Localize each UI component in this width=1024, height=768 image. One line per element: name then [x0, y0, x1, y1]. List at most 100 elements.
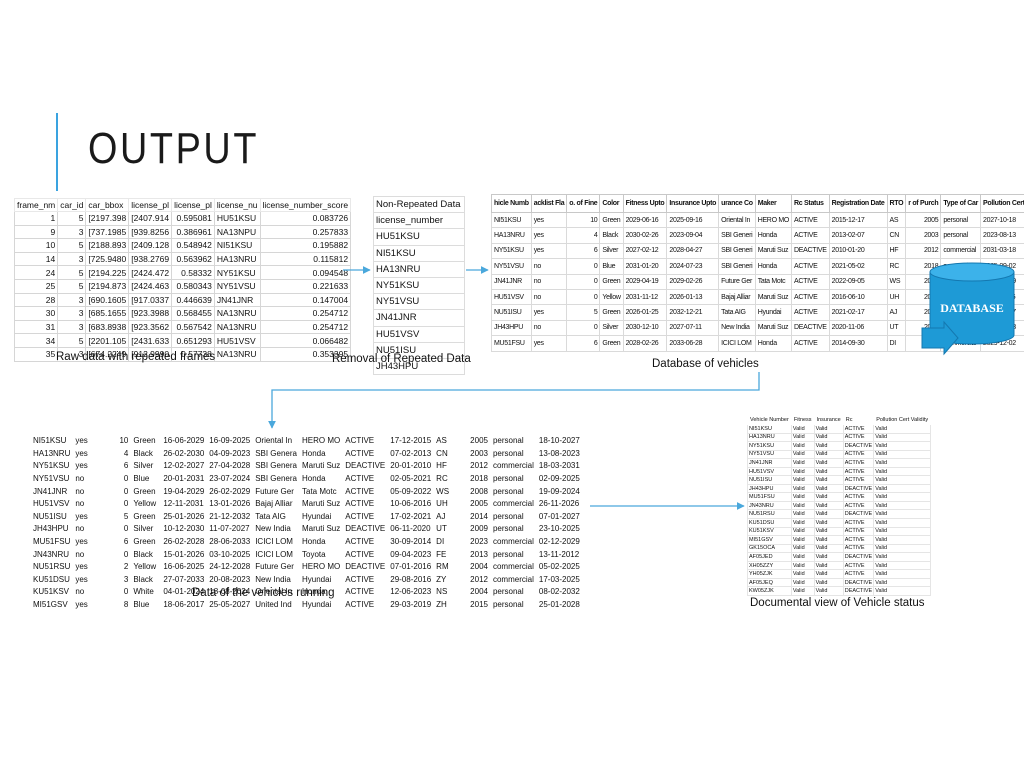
- doc-table-cell: Valid: [790, 492, 815, 502]
- raw-table-cell: [939.8256: [128, 224, 173, 240]
- doc-table-cell: Valid: [813, 424, 844, 434]
- raw-table-cell: [683.8938: [85, 319, 130, 335]
- db-table-cell: JH43HPU: [491, 319, 532, 337]
- running-table-cell: 25-01-2028: [535, 597, 583, 612]
- db-table-cell: HA13NRU: [491, 227, 532, 244]
- doc-table-cell: Valid: [873, 543, 932, 554]
- raw-table-cell: 0.651293: [171, 333, 215, 348]
- running-table-cell: 19-09-2024: [535, 484, 583, 498]
- running-table-cell: 12-11-2031: [160, 496, 208, 511]
- running-table-cell: Black: [130, 547, 162, 561]
- doc-header-cell: Fitness: [790, 414, 815, 425]
- running-table-cell: yes: [72, 434, 96, 448]
- raw-header-cell: license_number_score: [259, 198, 352, 212]
- raw-table-cell: 30: [13, 306, 59, 321]
- running-table-cell: 13-11-2012: [535, 547, 583, 561]
- doc-table-cell: ACTIVE: [842, 526, 875, 537]
- db-table-cell: DEACTIVE: [791, 319, 830, 337]
- db-table-cell: AJ: [886, 304, 907, 321]
- db-table-cell: UT: [886, 319, 907, 337]
- running-table-cell: HERO MO: [298, 434, 344, 448]
- db-table-cell: CN: [886, 227, 907, 244]
- running-table-cell: ACTIVE: [342, 484, 389, 498]
- raw-table-cell: 0.57738: [171, 346, 215, 362]
- running-table-cell: 2023: [467, 534, 491, 549]
- db-table-cell: Honda: [754, 227, 793, 244]
- running-table-cell: ACTIVE: [342, 434, 389, 448]
- doc-table-cell: Valid: [790, 526, 815, 537]
- non-repeated-cell: NY51KSU: [373, 276, 465, 295]
- doc-table-cell: Valid: [790, 543, 815, 554]
- raw-header-cell: car_id: [57, 198, 87, 212]
- running-table-cell: 21-12-2032: [206, 509, 254, 524]
- doc-table-cell: ACTIVE: [842, 518, 875, 528]
- db-table-cell: 2014-09-30: [828, 335, 888, 352]
- running-table-cell: Green: [130, 434, 162, 448]
- doc-table-cell: KU51KSV: [747, 526, 792, 537]
- running-table-cell: New India: [252, 522, 300, 536]
- doc-table-cell: ACTIVE: [842, 492, 875, 502]
- raw-table-cell: [912.9990: [128, 346, 173, 362]
- db-table-cell: 2015-12-17: [828, 211, 888, 229]
- non-repeated-cell: NI51KSU: [373, 244, 465, 262]
- non-repeated-row: HU51VSV: [373, 325, 465, 343]
- db-table-cell: 2027-02-12: [622, 242, 668, 260]
- db-table-cell: yes: [530, 227, 568, 244]
- raw-table-cell: 0.563962: [171, 251, 215, 267]
- running-table-cell: Silver: [130, 459, 162, 473]
- raw-table-cell: [2424.463: [128, 278, 173, 294]
- db-table-cell: commercial: [940, 335, 982, 352]
- db-table-cell: ACTIVE: [791, 211, 830, 229]
- running-table-cell: 2015: [467, 597, 491, 612]
- db-table-cell: Maruti Suz: [754, 242, 793, 260]
- doc-table-cell: Valid: [790, 475, 815, 485]
- db-table-cell: 2027-10-18: [980, 211, 1024, 229]
- db-header-cell: Rc Status: [791, 194, 830, 213]
- running-table-cell: 10-12-2030: [160, 522, 208, 536]
- running-table-cell: JH43HPU: [29, 522, 74, 536]
- doc-table-cell: Valid: [790, 552, 815, 562]
- running-table-cell: Hyundai: [298, 509, 344, 524]
- running-table-cell: 18-10-2027: [535, 434, 583, 448]
- db-table-cell: 2025-10-23: [980, 319, 1024, 337]
- db-table-cell: 2031-11-12: [622, 288, 668, 306]
- running-table-cell: DI: [433, 534, 469, 549]
- raw-table-cell: 25: [13, 278, 59, 294]
- doc-table-cell: ACTIVE: [842, 560, 875, 571]
- doc-table-cell: JN43NRU: [747, 500, 792, 511]
- db-table-cell: Honda: [754, 335, 793, 352]
- running-table-cell: ACTIVE: [342, 446, 389, 461]
- db-table-cell: New India: [718, 319, 756, 337]
- running-table-cell: yes: [72, 559, 96, 574]
- db-table-cell: ICICI LOM: [718, 335, 756, 352]
- db-header-cell: Registration Date: [828, 194, 888, 213]
- raw-table-cell: [2194.225: [85, 265, 130, 280]
- db-table-cell: NI51KSU: [491, 211, 532, 229]
- running-table-cell: 2012: [467, 572, 491, 587]
- running-table-cell: 17-02-2021: [387, 509, 435, 524]
- raw-table-cell: HU51VSV: [213, 333, 261, 348]
- running-table-cell: DEACTIVE: [342, 459, 389, 473]
- running-table-cell: 20-08-2023: [206, 572, 254, 587]
- db-table-cell: SBI Generi: [718, 258, 756, 275]
- doc-table-cell: MI51GSV: [747, 535, 792, 545]
- running-table-cell: ACTIVE: [342, 534, 389, 549]
- doc-table-cell: Valid: [813, 432, 844, 443]
- running-table-cell: 5: [94, 509, 132, 524]
- running-table-cell: United Ind: [252, 597, 300, 612]
- running-table-cell: Future Ger: [252, 484, 300, 498]
- doc-table-cell: ACTIVE: [842, 466, 875, 477]
